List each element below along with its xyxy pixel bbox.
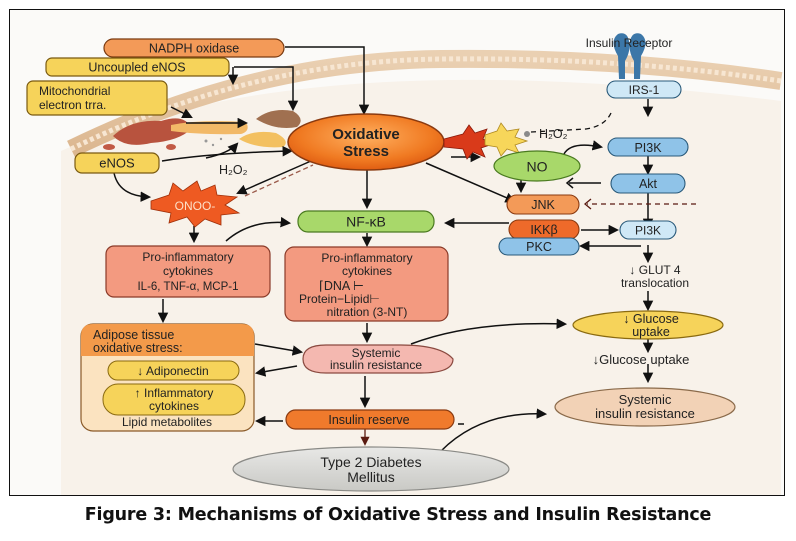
glut4-line2: translocation [621,276,689,290]
jnk-node: JNK [506,194,580,215]
mito-label-line2: electron trra. [39,98,106,112]
adiponectin-label: ↓ Adiponectin [137,364,208,378]
insulin-reserve-label: Insulin reserve [328,413,409,427]
proinflammatory-left-node: Pro-inflammatory cytokines IL-6, TNF-α, … [105,245,271,298]
proinflammatory-middle-node: Pro-inflammatory cytokines ⌈DNA ⊢ Protei… [284,246,449,322]
enos-label: eNOS [99,156,135,171]
systemic-right-line2: insulin resistance [595,406,695,421]
nfkb-node: NF-κB [297,210,435,233]
oxidative-stress-line1: Oxidative [332,126,400,143]
h2o2-left-label: H₂O₂ [219,163,248,177]
enos-node: eNOS [74,152,160,174]
uncoupled-enos-label: Uncoupled eNOS [88,61,185,75]
glucose-uptake-line1: ↓ Glucose [623,312,679,326]
t2dm-line2: Mellitus [347,469,394,485]
systemic-mid-line1: Systemic [352,346,401,360]
oxidative-stress-node: Oxidative Stress [287,113,445,171]
mitochondria-illustration [103,110,301,150]
nadph-oxidase-label: NADPH oxidase [149,42,239,56]
no-node: NO [493,150,581,182]
proinf-left-line2: cytokines [163,264,213,278]
proinf-left-line3: IL-6, TNF-α, MCP-1 [137,281,238,293]
glut4-line1: ↓ GLUT 4 [629,263,680,277]
adipose-tissue-node: Adipose tissue oxidative stress: ↓ Adipo… [80,323,255,432]
systemic-insulin-resistance-right-node: Systemic insulin resistance [554,387,736,427]
pi3k-top-label: PI3K [634,141,662,155]
adipose-line1: Adipose tissue [93,328,174,342]
lipid-metabolites-label: Lipid metabolites [122,415,212,429]
ikkb-node: IKKβ [508,219,580,240]
reactive-burst-icon [443,122,530,160]
glucose-uptake-line2: uptake [632,325,670,339]
inflammatory-line2: cytokines [149,399,199,413]
insulin-receptor-label: Insulin Receptor [586,36,673,50]
nadph-oxidase-node: NADPH oxidase [103,38,285,58]
onoo-label: ONOO- [175,199,216,213]
pi3k-bottom-label: PI3K [635,224,661,238]
pkc-node: PKC [498,237,580,256]
ikkb-label: IKKβ [530,223,557,237]
systemic-mid-line2: insulin resistance [330,358,422,372]
mitochondrial-electron-node: Mitochondrial electron trra. [26,80,168,116]
akt-label: Akt [639,177,658,191]
inflammatory-line1: ↑ Inflammatory [135,386,214,400]
pi3k-bottom-node: PI3K [619,220,677,240]
proinf-mid-line4: Protein−Lipid⊢ [299,292,380,306]
nfkb-label: NF-κB [346,214,386,230]
irs1-node: IRS-1 [606,80,682,99]
t2dm-line1: Type 2 Diabetes [320,454,421,470]
mito-label-line1: Mitochondrial [39,84,110,98]
glucose-uptake-node: ↓ Glucose uptake [572,310,724,340]
type2-diabetes-node: Type 2 Diabetes Mellitus [232,446,510,492]
proinf-mid-line1: Pro-inflammatory [321,251,412,265]
proinf-mid-line5: nitration (3-NT) [327,305,408,319]
proinf-left-line1: Pro-inflammatory [142,250,233,264]
insulin-receptor-icon [613,33,646,79]
proinf-mid-line2: cytokines [342,264,392,278]
cell-membrane [67,49,783,158]
pathway-diagram: NADPH oxidase Uncoupled eNOS Mitochondri… [26,33,783,495]
insulin-reserve-node: Insulin reserve [285,409,455,430]
glucose-uptake-text: ↓Glucose uptake [593,352,690,367]
pkc-label: PKC [526,240,552,254]
uncoupled-enos-node: Uncoupled eNOS [45,57,230,77]
peroxynitrite-node: ONOO- [150,180,241,228]
systemic-insulin-resistance-middle-node: Systemic insulin resistance [302,344,454,374]
figure-caption: Figure 3: Mechanisms of Oxidative Stress… [84,505,712,525]
pi3k-top-node: PI3K [607,137,689,157]
no-label: NO [527,159,548,175]
proinf-mid-line3: ⌈DNA ⊢ [319,279,364,293]
akt-node: Akt [610,173,686,194]
systemic-right-line1: Systemic [619,392,672,407]
oxidative-stress-line2: Stress [343,143,389,160]
figure-frame: NADPH oxidase Uncoupled eNOS Mitochondri… [9,9,785,496]
irs1-label: IRS-1 [629,83,660,97]
h2o2-right-label: H₂O₂ [539,127,568,141]
adipose-line2: oxidative stress: [93,341,183,355]
jnk-label: JNK [531,198,555,212]
